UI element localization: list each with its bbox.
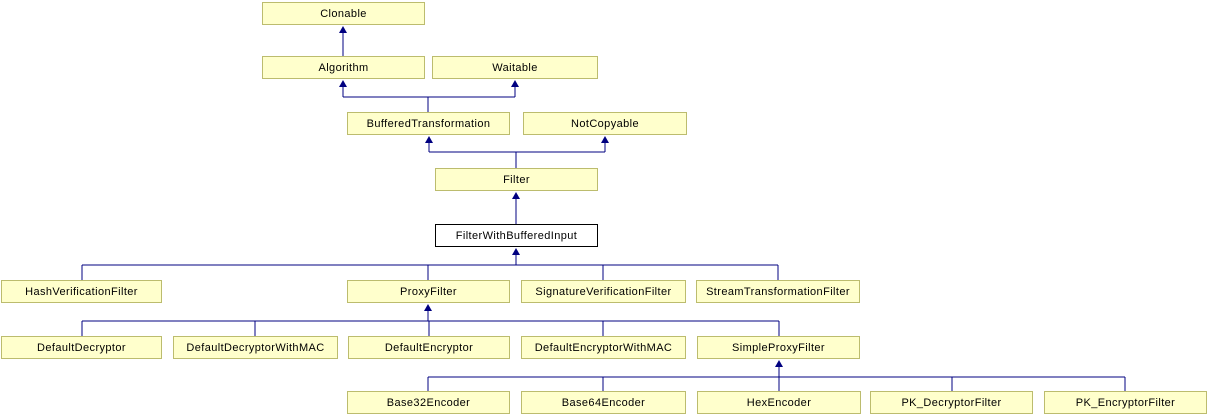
class-node-waitable[interactable]: Waitable (432, 56, 598, 79)
edge-row6-children-to-filterwithbufferedinput (81, 248, 779, 280)
class-node-defaultencryptor[interactable]: DefaultEncryptor (348, 336, 510, 359)
edge-row8-children-to-simpleproxyfilter (427, 360, 1126, 391)
edge-algorithm-to-clonable (339, 26, 347, 56)
class-node-bufferedtransformation[interactable]: BufferedTransformation (347, 112, 510, 135)
edge-filterwithbufferedinput-to-filter (512, 192, 520, 224)
class-node-notcopyable[interactable]: NotCopyable (523, 112, 687, 135)
edge-bufferedtransformation-to-algorithm-waitable (339, 80, 519, 112)
class-node-signatureverificationfilter[interactable]: SignatureVerificationFilter (521, 280, 686, 303)
class-node-proxyfilter[interactable]: ProxyFilter (347, 280, 510, 303)
class-node-base32encoder[interactable]: Base32Encoder (347, 391, 510, 414)
class-node-algorithm[interactable]: Algorithm (262, 56, 425, 79)
class-node-base64encoder[interactable]: Base64Encoder (521, 391, 686, 414)
class-node-streamtransformationfilter[interactable]: StreamTransformationFilter (696, 280, 860, 303)
class-node-hashverificationfilter[interactable]: HashVerificationFilter (1, 280, 162, 303)
class-node-simpleproxyfilter[interactable]: SimpleProxyFilter (697, 336, 860, 359)
class-node-clonable[interactable]: Clonable (262, 2, 425, 25)
class-node-filterwithbufferedinput[interactable]: FilterWithBufferedInput (435, 224, 598, 247)
class-node-pk-decryptorfilter[interactable]: PK_DecryptorFilter (870, 391, 1033, 414)
class-node-defaultencryptorwithmac[interactable]: DefaultEncryptorWithMAC (521, 336, 686, 359)
class-node-pk-encryptorfilter[interactable]: PK_EncryptorFilter (1044, 391, 1207, 414)
edge-filter-to-bufferedtransformation-notcopyable (425, 136, 609, 168)
class-node-hexencoder[interactable]: HexEncoder (697, 391, 861, 414)
edge-row7-children-to-proxyfilter (81, 304, 780, 336)
class-node-defaultdecryptor[interactable]: DefaultDecryptor (1, 336, 162, 359)
class-node-defaultdecryptorwithmac[interactable]: DefaultDecryptorWithMAC (173, 336, 338, 359)
class-node-filter[interactable]: Filter (435, 168, 598, 191)
